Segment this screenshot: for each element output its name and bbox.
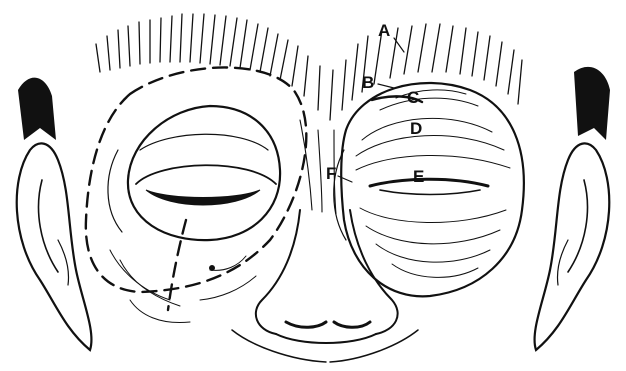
left-ear — [17, 78, 92, 350]
right-eye — [334, 83, 524, 296]
label-f: F — [326, 165, 336, 182]
label-b: B — [362, 74, 374, 91]
label-c: C — [407, 89, 419, 106]
right-ear — [535, 67, 610, 350]
label-leaders — [338, 38, 404, 182]
nose — [232, 210, 418, 362]
label-a: A — [378, 22, 390, 39]
left-dashed-incision — [86, 67, 306, 310]
label-e: E — [413, 168, 424, 185]
left-cheek-shading — [110, 250, 256, 323]
brow-hair — [96, 14, 522, 120]
left-eye — [108, 106, 280, 240]
label-d: D — [410, 120, 422, 137]
